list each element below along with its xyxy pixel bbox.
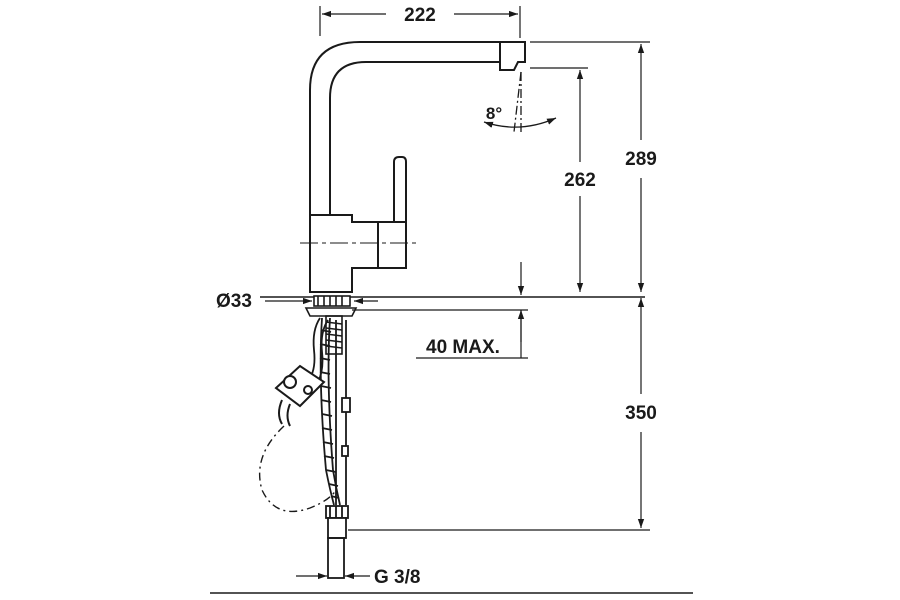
lever-handle <box>393 156 407 222</box>
dim-angle-text: 8° <box>486 104 502 123</box>
body-column <box>309 214 379 293</box>
mounting-nut <box>304 295 358 317</box>
threaded-shank <box>325 315 343 355</box>
dim-reach-lines <box>319 6 521 38</box>
dim-total-height-text: 289 <box>625 149 657 170</box>
supply-tube <box>335 320 351 505</box>
spout-angle-indicator <box>483 71 557 133</box>
dim-spout-height-text: 262 <box>564 170 596 191</box>
lever-block <box>377 221 407 269</box>
dim-hose-length-text: 350 <box>625 403 657 424</box>
hose-weight <box>274 364 326 427</box>
dim-hole-diameter-text: Ø33 <box>216 291 252 312</box>
dim-total-height-lines <box>530 41 650 292</box>
hose-slack-dashed <box>258 425 337 513</box>
faucet-body <box>309 41 526 293</box>
dim-spout-height-lines <box>530 67 588 292</box>
dim-thread-text: G 3/8 <box>374 567 420 588</box>
weight-hose <box>309 317 329 383</box>
spout-inner <box>329 61 500 215</box>
dim-hose-length-lines <box>348 298 650 531</box>
spout-tip <box>499 41 526 71</box>
dim-deck-thickness-lines <box>352 262 528 359</box>
spout-outer <box>309 41 525 215</box>
lower-connector <box>325 505 349 579</box>
dim-deck-thickness-text: 40 MAX. <box>426 337 500 358</box>
dim-reach-text: 222 <box>404 5 436 26</box>
pull-out-hose <box>319 317 341 506</box>
